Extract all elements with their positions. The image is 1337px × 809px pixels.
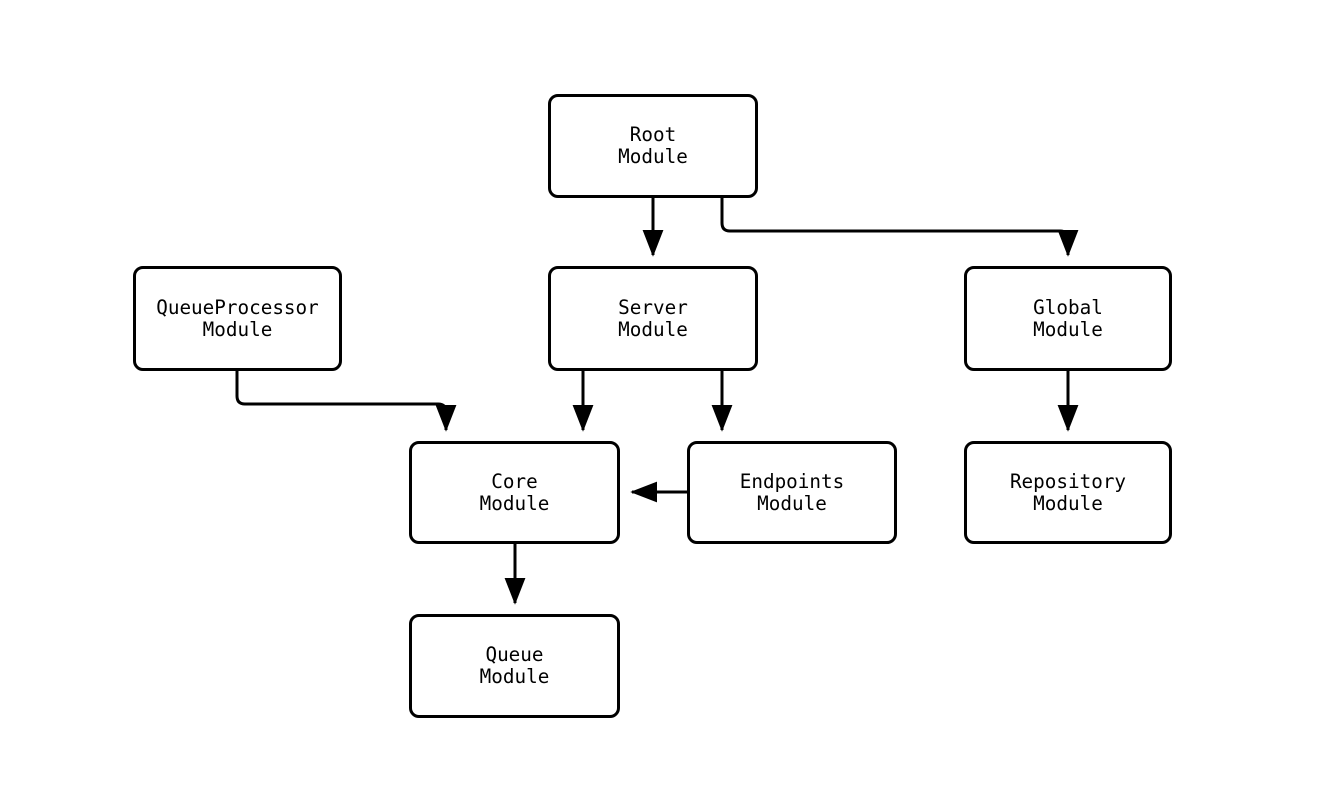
node-root-module[interactable]: Root Module xyxy=(548,94,758,198)
node-label-line2: Module xyxy=(618,145,688,168)
node-label-line2: Module xyxy=(479,491,550,515)
node-label-line1: Server xyxy=(618,295,688,319)
edge-root-to-global xyxy=(720,198,1079,257)
node-label-line1: Endpoints xyxy=(739,469,845,493)
node-label-line1: Repository xyxy=(1009,469,1127,493)
node-queueprocessor-module[interactable]: QueueProcessor Module xyxy=(133,266,342,371)
node-label-line2: Module xyxy=(618,317,688,341)
node-repository-module[interactable]: Repository Module xyxy=(964,441,1172,544)
node-core-module[interactable]: Core Module xyxy=(409,441,620,544)
node-label-line2: Module xyxy=(757,491,827,515)
node-label-line1: Global xyxy=(1033,295,1103,319)
node-label-line1: Queue xyxy=(485,643,544,666)
node-label-line1: QueueProcessor xyxy=(156,295,319,319)
node-label-line2: Module xyxy=(1033,317,1103,341)
edge-queueprocessor-to-core xyxy=(235,371,457,432)
node-label-line1: Root xyxy=(629,123,677,146)
node-label-line2: Module xyxy=(479,665,550,688)
node-global-module[interactable]: Global Module xyxy=(964,266,1172,371)
node-label-line2: Module xyxy=(1033,491,1103,515)
node-endpoints-module[interactable]: Endpoints Module xyxy=(687,441,897,544)
node-label-line2: Module xyxy=(202,317,273,341)
node-queue-module[interactable]: Queue Module xyxy=(409,614,620,718)
node-server-module[interactable]: Server Module xyxy=(548,266,758,371)
node-label-line1: Core xyxy=(491,469,538,493)
